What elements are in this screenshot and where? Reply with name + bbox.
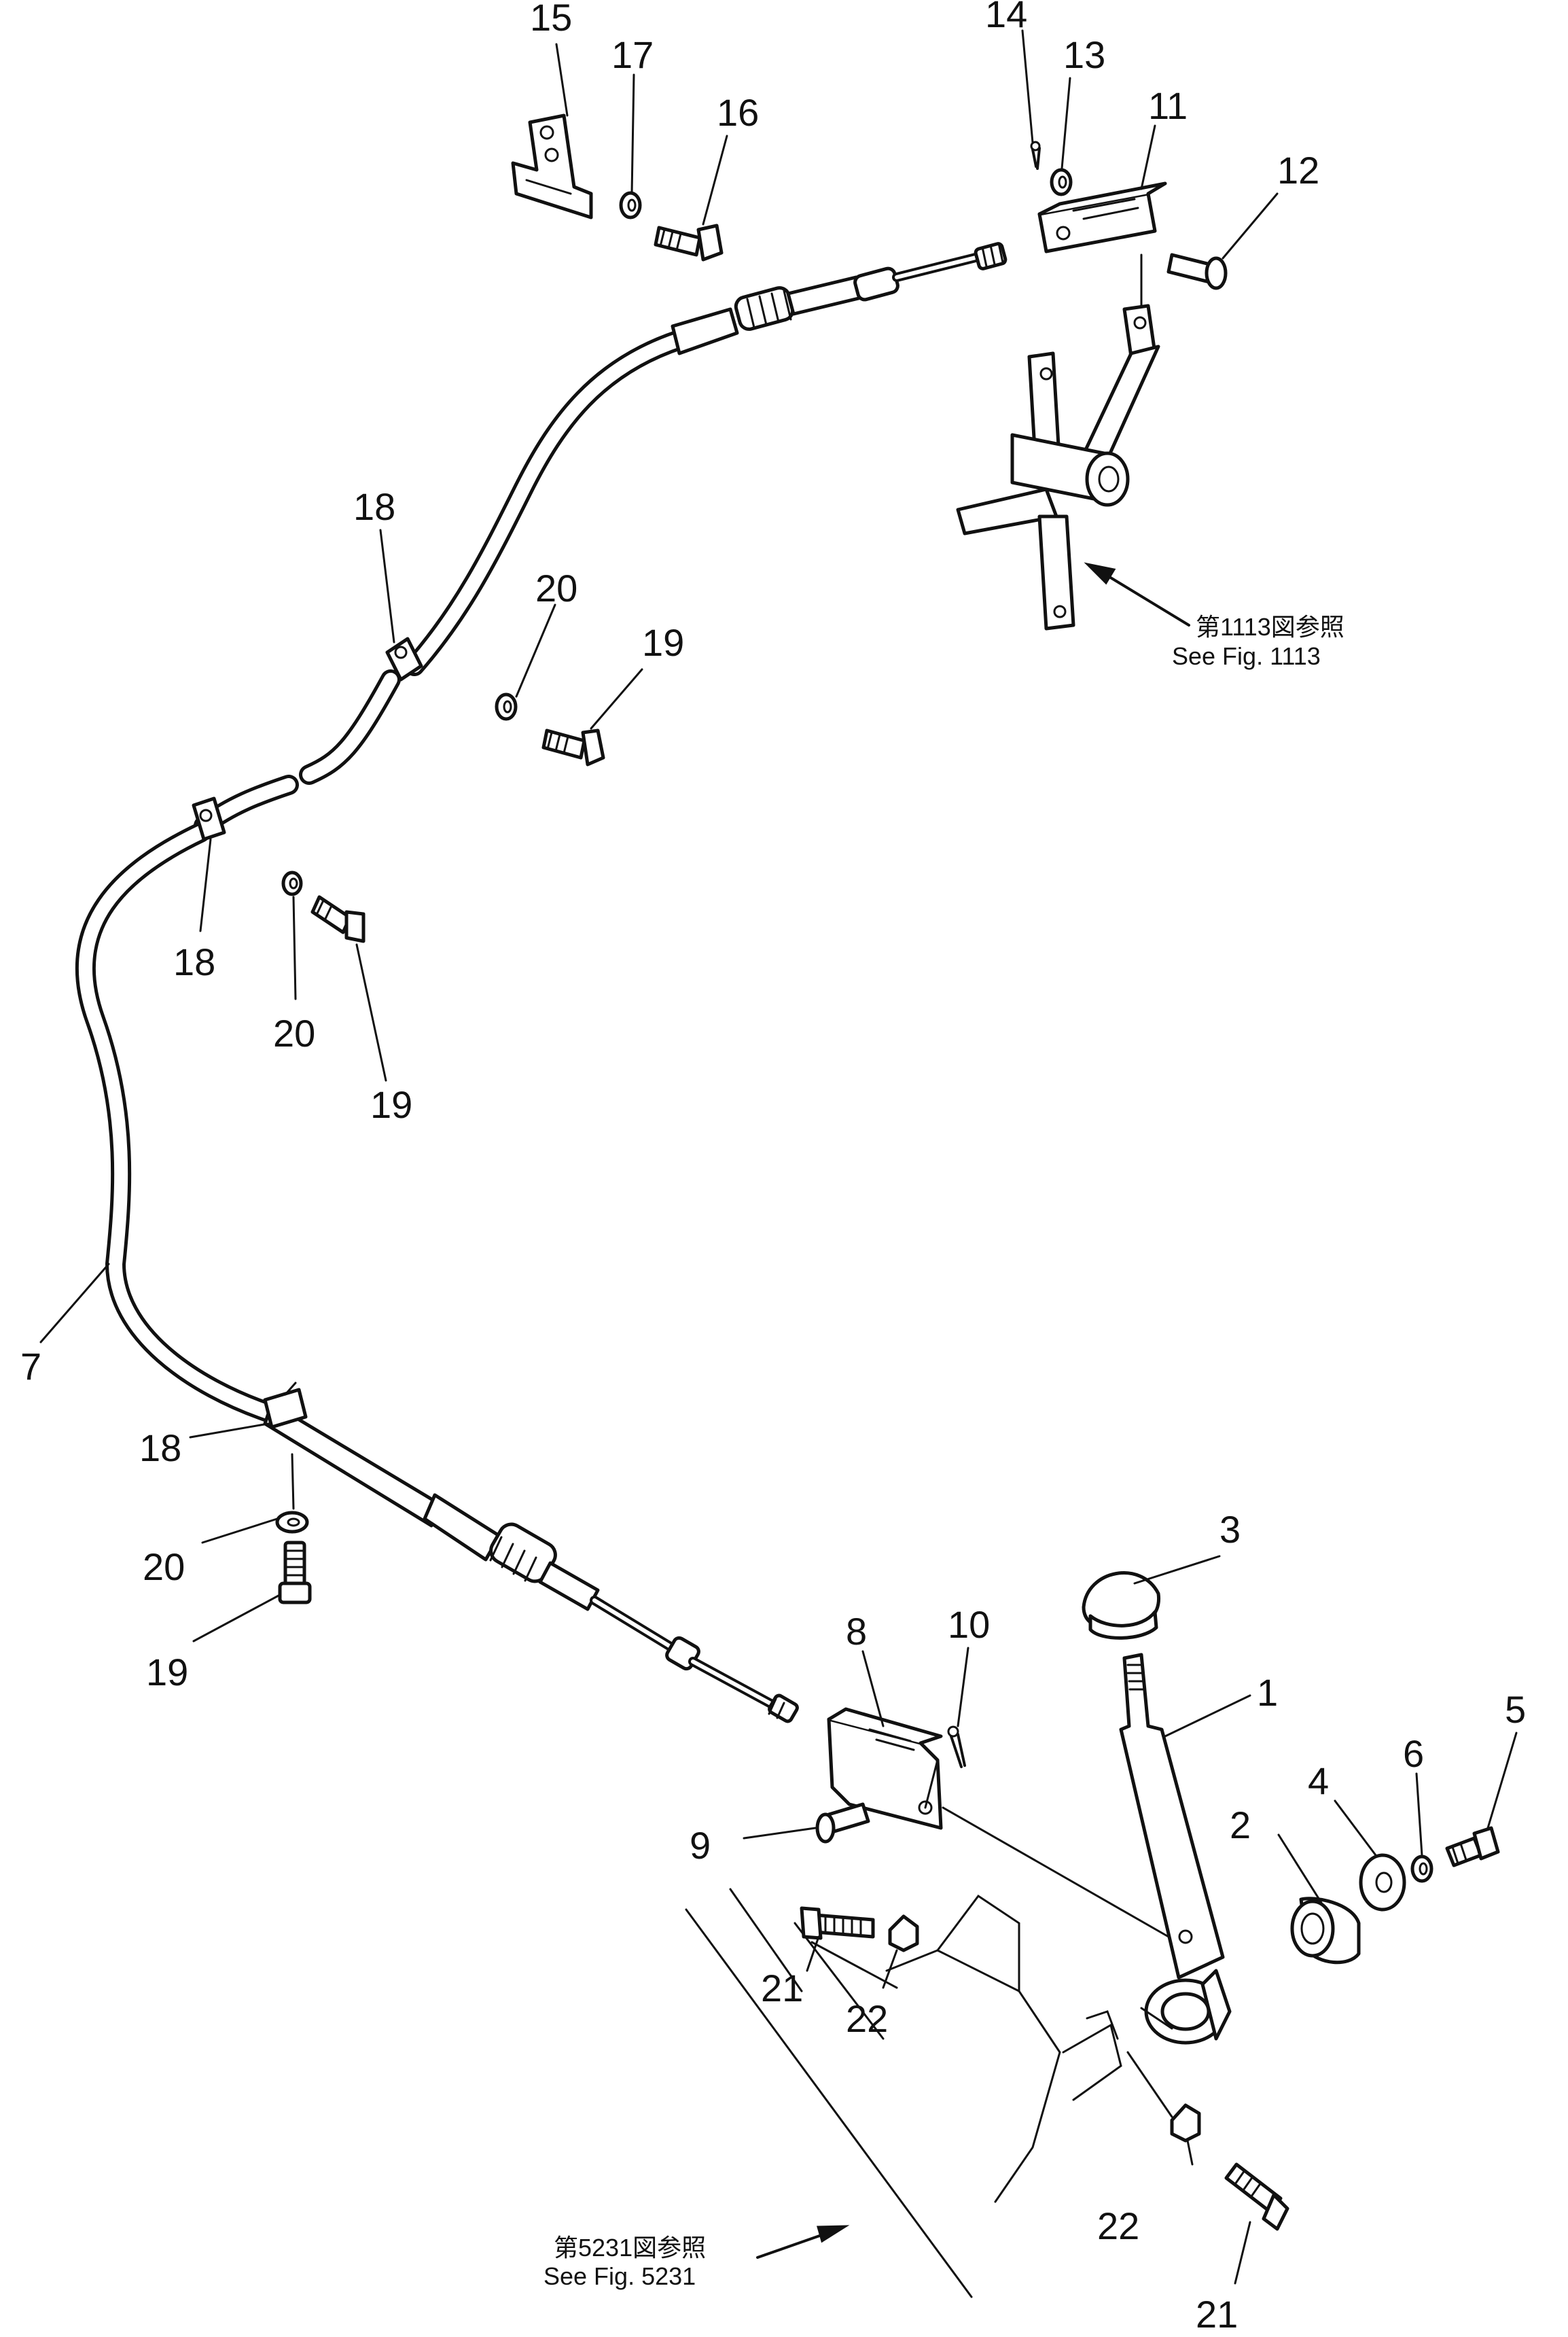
label-4: 4 [1308,1759,1329,1802]
label-18-middle: 18 [173,941,215,983]
washer-20-middle [281,871,303,896]
label-10: 10 [948,1603,990,1646]
label-11: 11 [1148,84,1188,127]
label-7: 7 [20,1345,41,1388]
label-2: 2 [1230,1804,1251,1846]
clamp-lower [263,1382,308,1429]
label-13: 13 [1063,33,1105,76]
label-17: 17 [611,33,654,76]
label-15: 15 [530,0,572,39]
label-9: 9 [690,1824,711,1867]
washer-20-lower [275,1511,309,1534]
washer-13 [1050,168,1073,196]
bolt-19-lower [278,1541,312,1604]
nut-22-lower [1170,2103,1201,2143]
reference-notes: 第1113図参照 See Fig. 1113 第5231図参照 See Fig.… [544,613,1344,2290]
bushing-2 [1290,1897,1361,1965]
label-3: 3 [1219,1508,1241,1551]
bolt-21-lower [1224,2162,1289,2231]
frame-reference [685,1888,1122,2298]
clevis-8 [827,1707,943,1830]
label-20-lower: 20 [143,1545,185,1588]
label-21-upper: 21 [761,1967,803,2009]
pin-12 [1166,253,1228,290]
label-22-lower: 22 [1097,2204,1139,2247]
lower-cable-end [263,1401,799,1723]
label-20-upper: 20 [535,567,577,610]
knob-3 [1082,1571,1161,1640]
callout-labels: 15 17 16 14 13 11 12 18 20 19 18 20 19 7… [20,0,1526,2336]
control-cable [75,330,690,1424]
cotter-pin-14 [1030,141,1041,170]
bolt-16 [654,224,724,262]
pin-9 [815,1802,870,1844]
reference-bottom-en: See Fig. 5231 [544,2262,696,2290]
clamp-middle [192,796,226,841]
label-6: 6 [1403,1732,1424,1775]
nut-22-upper [888,1914,919,1952]
label-18-lower: 18 [139,1426,181,1469]
reference-arrow-top [1084,562,1190,627]
yoke-11 [1037,181,1167,253]
label-19-upper: 19 [642,621,684,664]
leader-lines [39,29,1518,2285]
reference-top-en: See Fig. 1113 [1172,642,1321,670]
clamp-upper [385,637,423,682]
bolt-19-upper [541,728,605,767]
washer-20-upper [495,692,518,721]
reference-top-jp: 第1113図参照 [1196,613,1344,641]
washer-17 [619,191,642,219]
label-19-middle: 19 [370,1083,412,1126]
label-12: 12 [1277,149,1319,192]
bolt-19-middle [310,895,366,943]
label-5: 5 [1505,1688,1526,1731]
lever-1 [1119,1653,1232,2045]
upper-cable-end [671,242,1008,355]
cotter-pin-10 [947,1725,966,1768]
label-1: 1 [1257,1671,1278,1714]
spring-washer-6 [1410,1855,1433,1883]
bracket-15 [511,113,593,219]
label-22-upper: 22 [846,1997,888,2040]
upper-lever-assembly [956,253,1160,631]
label-19-lower: 19 [146,1651,188,1693]
label-8: 8 [846,1610,867,1653]
bolt-21-upper [800,1906,875,1940]
washer-4 [1359,1853,1406,1912]
label-16: 16 [717,91,759,134]
bolt-5 [1445,1826,1500,1867]
label-14: 14 [985,0,1027,35]
reference-bottom-jp: 第5231図参照 [554,2234,706,2262]
label-18-upper: 18 [353,485,395,528]
reference-arrow-bottom [756,2225,850,2259]
label-21-lower: 21 [1196,2293,1238,2336]
label-20-middle: 20 [273,1012,315,1055]
